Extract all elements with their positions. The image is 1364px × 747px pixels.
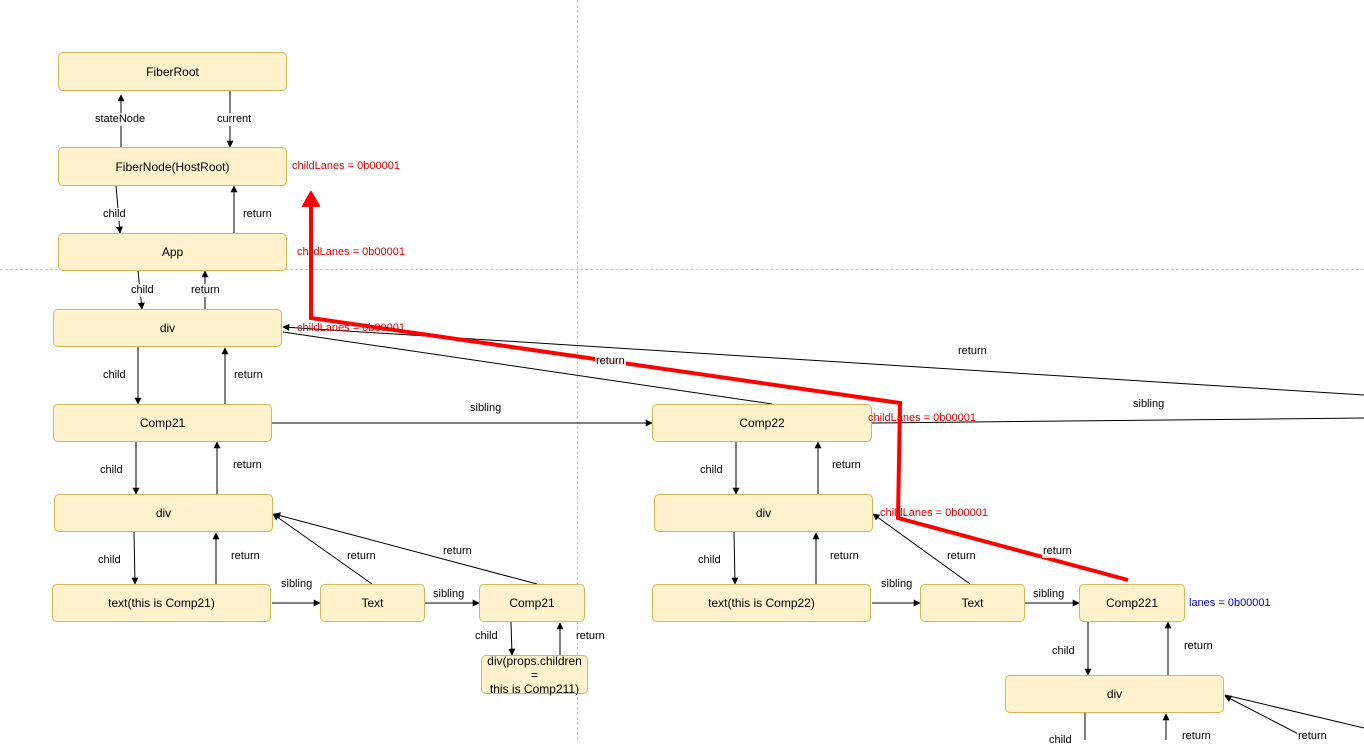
edge-label-return: return (190, 284, 221, 297)
edge-label-return: return (575, 630, 606, 643)
edge-far-return-bottom (1224, 695, 1311, 740)
edge-label-return: return (1297, 730, 1328, 743)
edge-div22-child (731, 531, 739, 585)
page-guide-vertical (577, 0, 578, 740)
edge-label-child: child (130, 284, 155, 297)
edge-comp21b-return (273, 512, 538, 585)
node-comp21[interactable]: Comp21 (53, 404, 272, 442)
node-comp21-child[interactable]: Comp21 (479, 584, 585, 622)
edge-label-child: child (102, 208, 127, 221)
page-guide-horizontal (0, 269, 1364, 270)
edge-label-return: return (957, 345, 988, 358)
edge-label-return: return (442, 545, 473, 558)
edge-label-sibling: sibling (432, 588, 466, 601)
edge-label-child: child (1048, 734, 1073, 747)
node-div-comp21[interactable]: div (54, 494, 273, 532)
edge-label-child: child (99, 464, 124, 477)
edge-label-return: return (233, 369, 264, 382)
node-text-comp21[interactable]: text(this is Comp21) (52, 584, 271, 622)
edge-label-child: child (102, 369, 127, 382)
edge-textb-return (872, 513, 971, 585)
node-div-props[interactable]: div(props.children = this is Comp211) (481, 654, 588, 696)
edge-label-return: return (595, 355, 626, 368)
edge-label-sibling: sibling (280, 578, 314, 591)
edge-label-sibling: sibling (1132, 398, 1166, 411)
edge-label-return: return (230, 550, 261, 563)
lanes-label-comp221: lanes = 0b00001 (1189, 597, 1271, 609)
edge-label-return: return (831, 459, 862, 472)
node-comp221[interactable]: Comp221 (1079, 584, 1185, 622)
edge-label-return: return (1181, 730, 1212, 743)
edge-label-statenode: stateNode (94, 113, 147, 126)
bubble-up-path (309, 204, 1129, 582)
edge-label-child: child (474, 630, 499, 643)
node-fiberroot[interactable]: FiberRoot (58, 52, 287, 91)
edge-label-sibling: sibling (880, 578, 914, 591)
edge-label-sibling: sibling (469, 402, 503, 415)
lanes-label-app: childLanes = 0b00001 (297, 246, 405, 258)
node-hostroot[interactable]: FiberNode(HostRoot) (58, 147, 287, 186)
node-app[interactable]: App (58, 233, 287, 271)
edge-label-return: return (232, 459, 263, 472)
node-div-top[interactable]: div (53, 309, 282, 347)
edge-label-current: current (216, 113, 253, 126)
bubble-up-arrowhead (302, 191, 320, 207)
lanes-label-div-top: childLanes = 0b00001 (297, 322, 405, 334)
node-div-comp22[interactable]: div (654, 494, 873, 532)
edge-label-return: return (346, 550, 377, 563)
edge-label-child: child (699, 464, 724, 477)
node-text-b[interactable]: Text (920, 584, 1025, 622)
node-text-comp22[interactable]: text(this is Comp22) (652, 584, 871, 622)
edge-div21-child (131, 531, 139, 585)
edge-label-sibling: sibling (1032, 588, 1066, 601)
node-text-a[interactable]: Text (320, 584, 425, 622)
edge-comp21b-child (508, 621, 516, 656)
lanes-label-div-comp22: childLanes = 0b00001 (880, 507, 988, 519)
edge-label-return: return (1042, 545, 1073, 558)
edge-label-return: return (1183, 640, 1214, 653)
edge-label-child: child (1051, 645, 1076, 658)
edge-label-return: return (242, 208, 273, 221)
edge-far-return-bottom-2 (1224, 694, 1364, 729)
edge-label-return: return (946, 550, 977, 563)
edge-comp22-sibling (871, 417, 1364, 424)
edge-label-child: child (697, 554, 722, 567)
edge-label-return: return (829, 550, 860, 563)
node-div-comp221[interactable]: div (1005, 675, 1224, 713)
lanes-label-hostroot: childLanes = 0b00001 (292, 160, 400, 172)
lanes-label-comp22: childLanes = 0b00001 (868, 412, 976, 424)
edge-texta-return (272, 513, 373, 585)
edge-comp22-return (282, 331, 773, 405)
node-comp22[interactable]: Comp22 (652, 404, 872, 442)
edge-label-child: child (97, 554, 122, 567)
